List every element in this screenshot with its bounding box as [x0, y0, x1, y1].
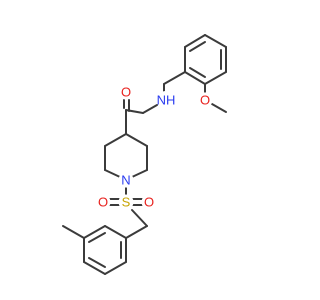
bond: [83, 261, 106, 275]
bond: [163, 71, 186, 85]
structure-canvas: O NH O N S O: [62, 34, 227, 275]
piperidine-nitrogen-atom: N: [118, 172, 134, 188]
bond: [88, 257, 106, 268]
bond: [104, 133, 127, 147]
bond: [104, 261, 127, 275]
bond: [211, 103, 227, 113]
bond: [204, 34, 227, 48]
atom-background: [95, 194, 111, 210]
carbonyl-oxygen-label: O: [121, 85, 131, 100]
bond: [142, 104, 158, 114]
atom-background: [141, 194, 157, 210]
atom-background: [157, 91, 175, 109]
sulfur-label: S: [122, 195, 131, 210]
sulfur-atom: S: [118, 194, 134, 210]
bond: [125, 133, 148, 147]
bond: [88, 232, 106, 243]
piperidine-nitrogen-label: N: [121, 173, 130, 188]
bond: [104, 225, 127, 239]
bond: [184, 34, 206, 48]
bond: [83, 225, 106, 239]
bond: [131, 209, 148, 227]
sulfonyl-oxygen-left-label: O: [98, 195, 108, 210]
bond: [204, 71, 227, 85]
sulfonyl-oxygen-right-label: O: [144, 195, 154, 210]
bond: [131, 169, 148, 178]
bond: [189, 41, 206, 52]
amide-nh-label: NH: [157, 93, 176, 108]
bond: [104, 169, 121, 178]
bond-layer: [62, 34, 227, 275]
atom-background: [118, 84, 134, 100]
atom-background: [118, 194, 134, 210]
bond: [62, 225, 85, 239]
sulfonyl-oxygen-left-atom: O: [95, 194, 111, 210]
molecule-diagram: O NH O N S O: [62, 34, 227, 275]
atom-background: [197, 92, 213, 108]
atom-layer: O NH O N S O: [95, 84, 213, 210]
bond: [184, 71, 206, 85]
bond: [125, 225, 148, 239]
atom-background: [118, 172, 134, 188]
bond: [189, 67, 206, 78]
sulfonyl-oxygen-right-atom: O: [141, 194, 157, 210]
bond: [125, 109, 144, 114]
methoxy-oxygen-label: O: [200, 93, 210, 108]
amide-nitrogen-atom: NH: [157, 91, 176, 109]
carbonyl-oxygen-atom: O: [118, 84, 134, 100]
methoxy-oxygen-atom: O: [197, 92, 213, 108]
